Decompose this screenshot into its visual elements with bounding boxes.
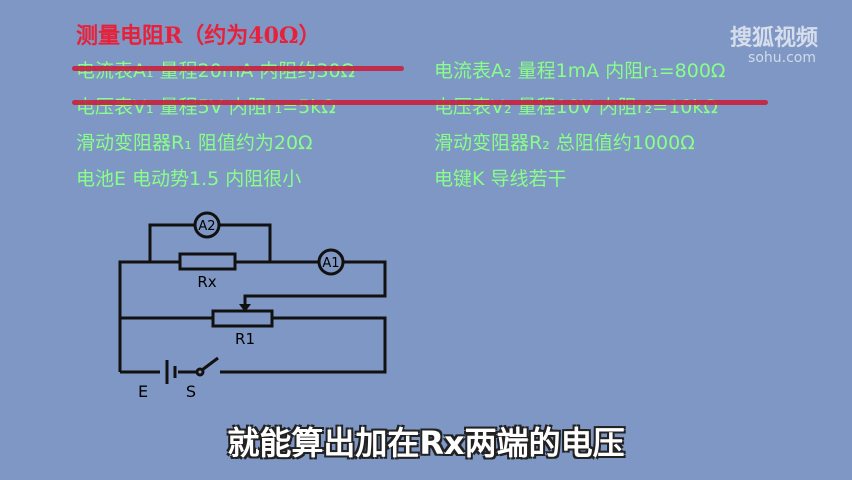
slider-arrow-icon [239, 304, 251, 312]
equipment-item: 电键K 导线若干 [434, 168, 567, 190]
top-loop-wire [118, 260, 387, 372]
equipment-item: 电池E 电动势1.5 内阻很小 [76, 168, 302, 190]
problem-title: 测量电阻R（约为40Ω） [76, 23, 321, 49]
e-label: E [138, 382, 148, 401]
equipment-item: 电流表A₁ 量程20mA 内阻约30Ω [76, 60, 356, 82]
r1-label: R1 [235, 330, 255, 348]
a2-branch-wire [148, 223, 272, 262]
equipment-item: 电流表A₂ 量程1mA 内阻r₁=800Ω [434, 60, 726, 82]
equipment-item: 滑动变阻器R₂ 总阻值约1000Ω [434, 132, 695, 154]
s-label: S [186, 382, 196, 401]
equipment-item: 滑动变阻器R₁ 阻值约为20Ω [76, 132, 313, 154]
rx-label: Rx [197, 273, 216, 291]
battery-icon [165, 360, 177, 384]
a1-label: A1 [322, 256, 339, 271]
strike-line [72, 66, 404, 71]
watermark-logo: 搜狐视频 [729, 26, 818, 51]
rx-resistor [178, 252, 237, 271]
watermark-url: sohu.com [748, 50, 816, 66]
ammeter-a1 [317, 248, 345, 276]
main-loop-wire [120, 316, 387, 374]
a2-label: A2 [198, 219, 215, 234]
strike-line [72, 100, 768, 105]
subtitle-caption: 就能算出加在Rx两端的电压 [227, 424, 625, 462]
rheostat-r1 [211, 309, 274, 328]
switch-icon [195, 367, 205, 377]
ammeter-a2 [193, 211, 221, 239]
